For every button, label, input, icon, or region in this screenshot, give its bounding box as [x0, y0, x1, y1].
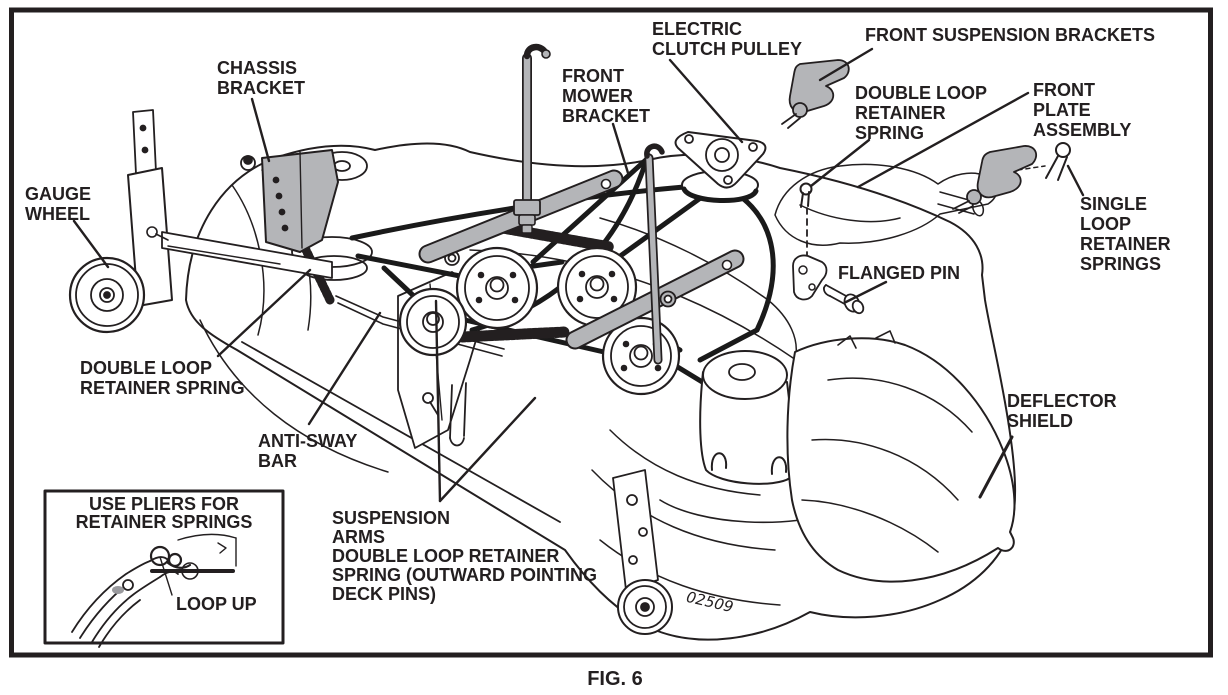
electric-clutch-pulley-drawing — [674, 131, 767, 203]
leader-suspension-arm-left — [434, 299, 442, 503]
leader-chassis-bracket — [250, 97, 271, 163]
label-front-mower-bracket: FRONT MOWER BRACKET — [562, 66, 650, 126]
rear-wheel-drawing — [617, 579, 673, 635]
front-suspension-brackets-drawing — [781, 59, 1038, 214]
leader-front-mower-bracket — [611, 122, 630, 175]
right-suspension-bracket — [952, 145, 1038, 214]
flanged-pin-drawing — [823, 284, 865, 315]
leader-single-loop-retainer-springs — [1066, 164, 1085, 197]
pulley-4 — [601, 316, 681, 396]
leader-flanged-pin — [844, 280, 888, 304]
label-double-loop-retainer-spring-front: DOUBLE LOOP RETAINER SPRING — [855, 83, 988, 143]
label-suspension-arms: SUSPENSION ARMS DOUBLE LOOP RETAINER SPR… — [332, 508, 597, 604]
deflector-shield-drawing — [786, 330, 1016, 583]
inset-box-border — [43, 489, 285, 645]
pliers-icon — [71, 556, 179, 648]
idler-and-spindle-pulleys — [398, 246, 681, 396]
inset-title: USE PLIERS FOR RETAINER SPRINGS — [75, 494, 253, 532]
pulley-2 — [556, 246, 638, 328]
leader-suspension-arm-right — [438, 396, 537, 503]
label-flanged-pin: FLANGED PIN — [838, 263, 961, 283]
leader-electric-clutch-pulley — [668, 58, 744, 144]
label-loop-up: LOOP UP — [176, 594, 257, 614]
leader-front-suspension-brackets — [818, 47, 874, 82]
front-plate-assembly-drawing — [774, 163, 998, 301]
chassis-bracket-drawing — [261, 149, 339, 253]
upper-suspension-bracket — [781, 59, 850, 129]
pliers-inset-drawing — [43, 489, 285, 648]
rear-hook-rod — [644, 143, 665, 365]
retainer-spring-icon — [149, 545, 235, 580]
leader-gauge-wheel — [72, 219, 110, 269]
leader-lines — [72, 47, 1085, 503]
label-gauge-wheel: GAUGE WHEEL — [25, 184, 92, 224]
figure-caption: FIG. 6 — [587, 668, 643, 690]
label-electric-clutch-pulley: ELECTRIC CLUTCH PULLEY — [652, 19, 802, 59]
label-anti-sway-bar: ANTI-SWAY BAR — [258, 431, 358, 471]
inset-bracket-lines — [177, 533, 237, 567]
label-double-loop-retainer-spring-left: DOUBLE LOOP RETAINER SPRING — [80, 358, 245, 398]
label-single-loop-retainer-springs: SINGLE LOOP RETAINER SPRINGS — [1080, 194, 1171, 274]
pulley-3 — [398, 287, 468, 357]
leader-double-loop-retainer-spring-left — [216, 268, 312, 358]
double-loop-retainer-spring-front-drawing — [799, 182, 813, 208]
leader-front-plate-assembly — [856, 91, 1030, 189]
front-mower-bracket-drawing — [513, 43, 551, 234]
single-loop-retainer-spring-drawing — [1017, 142, 1071, 181]
leader-deflector-shield — [978, 435, 1014, 499]
label-front-suspension-brackets: FRONT SUSPENSION BRACKETS — [865, 25, 1156, 45]
pulley-1 — [455, 246, 539, 330]
label-chassis-bracket: CHASSIS BRACKET — [217, 58, 305, 98]
label-front-plate-assembly: FRONT PLATE ASSEMBLY — [1033, 80, 1132, 140]
leader-anti-sway-bar — [307, 311, 382, 426]
leader-double-loop-retainer-spring-front — [809, 138, 871, 188]
label-deflector-shield: DEFLECTOR SHIELD — [1007, 391, 1117, 431]
leader-loop-up — [159, 556, 173, 596]
